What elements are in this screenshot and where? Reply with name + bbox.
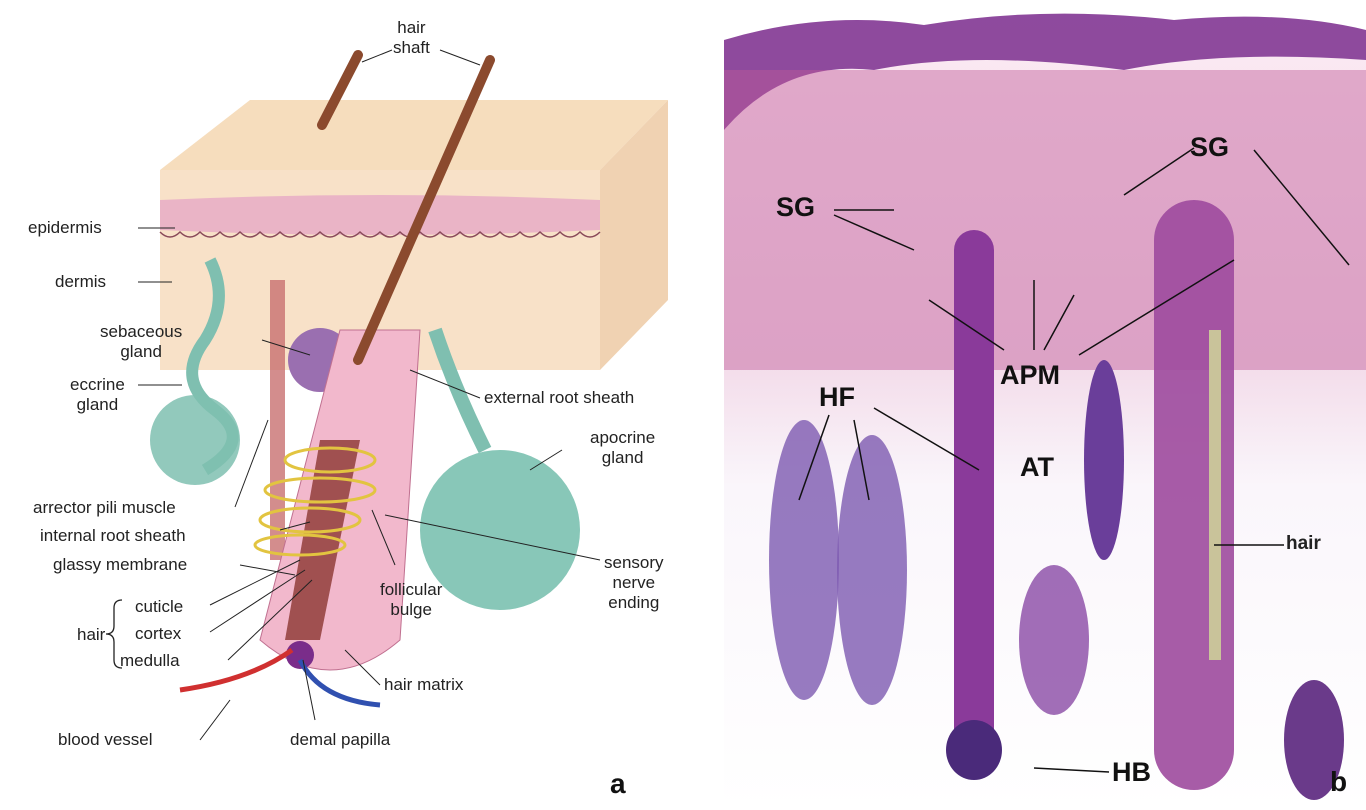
panel-letter-b: b [1330, 766, 1348, 797]
hair-bracket [105, 599, 123, 669]
label-arrector-pili-muscle: arrector pili muscle [33, 498, 176, 517]
blood-vessel [179, 647, 294, 693]
epidermis-layer [160, 195, 600, 235]
label-glassy-membrane: glassy membrane [53, 555, 188, 574]
epidermis [724, 13, 1366, 131]
label-cuticle: cuticle [135, 597, 184, 616]
label-sg-left: SG [776, 192, 816, 222]
hair-shaft [353, 55, 495, 365]
label-hb: HB [1112, 757, 1151, 787]
panel-b-histology-micrograph: SG SG APM HF AT hair HB b [724, 0, 1366, 810]
follicle-core [285, 440, 360, 640]
apocrine-gland [428, 327, 492, 454]
histology-image [724, 0, 1366, 800]
hair-follicle-illustration [105, 49, 668, 741]
skin-side [600, 100, 668, 370]
label-internal-root-sheath: internal root sheath [40, 526, 186, 545]
dermal-papilla [286, 641, 314, 669]
label-hf: HF [819, 382, 855, 412]
label-epidermis: epidermis [28, 218, 102, 237]
label-hair: hair [1286, 533, 1321, 554]
label-at: AT [1020, 452, 1054, 482]
label-cortex: cortex [135, 624, 182, 643]
arrector-pili-muscle [270, 280, 285, 560]
skin-surface [160, 100, 668, 170]
hair-bulb [946, 720, 1002, 780]
panel-letter-a: a [610, 768, 626, 799]
dermis [724, 70, 1366, 370]
label-medulla: medulla [120, 651, 180, 670]
label-hair-matrix: hair matrix [384, 675, 464, 694]
label-dermis: dermis [55, 272, 107, 291]
label-external-root-sheath: external root sheath [484, 388, 635, 407]
label-apm: APM [1000, 360, 1060, 390]
label-sg-right: SG [1190, 132, 1230, 162]
hair-follicle [954, 230, 994, 750]
label-blood-vessel: blood vessel [58, 730, 153, 749]
label-hair: hair [77, 625, 106, 644]
label-demal-papilla: demal papilla [290, 730, 391, 749]
